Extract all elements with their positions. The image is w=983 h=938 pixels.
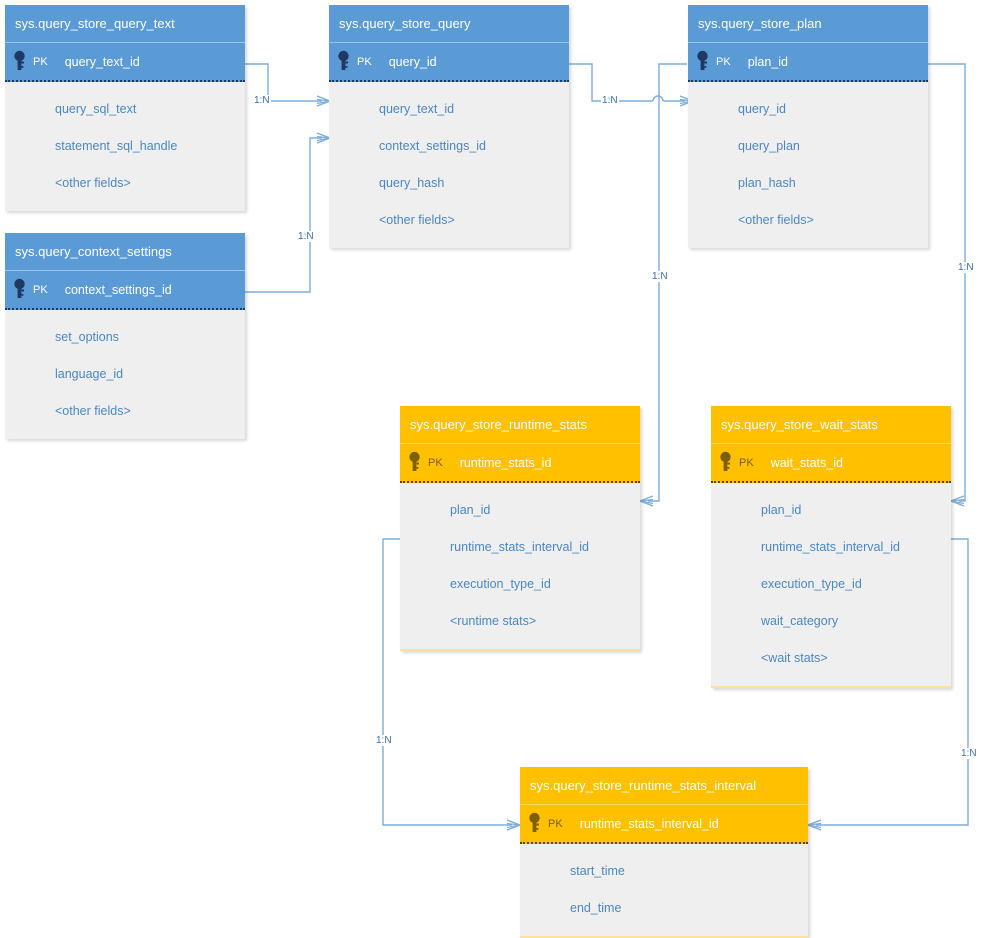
primary-key-icon bbox=[720, 451, 731, 471]
pk-tag: PK bbox=[357, 55, 372, 68]
rel-label-interval-to-runtime-stats: 1:N bbox=[375, 735, 393, 746]
field-row: query_text_id bbox=[379, 102, 455, 116]
field-row: end_time bbox=[570, 901, 622, 915]
pk-tag: PK bbox=[428, 456, 443, 469]
entity-query-store-query[interactable]: sys.query_store_query PK query_id query_… bbox=[329, 5, 569, 248]
field-row: runtime_stats_interval_id bbox=[450, 540, 589, 554]
field-row: query_id bbox=[738, 102, 786, 116]
entity-pk-row[interactable]: PK query_text_id bbox=[5, 43, 245, 82]
primary-key-icon bbox=[338, 50, 349, 70]
entity-query-store-runtime-stats[interactable]: sys.query_store_runtime_stats PK runtime… bbox=[400, 406, 640, 651]
field-row: language_id bbox=[55, 367, 124, 381]
field-row: plan_id bbox=[761, 503, 802, 517]
field-row: execution_type_id bbox=[761, 577, 862, 591]
field-row: <other fields> bbox=[379, 213, 455, 227]
entity-title: sys.query_store_runtime_stats bbox=[400, 406, 640, 444]
entity-pk-row[interactable]: PK context_settings_id bbox=[5, 271, 245, 310]
field-row: statement_sql_handle bbox=[55, 139, 178, 153]
entity-title: sys.query_store_plan bbox=[688, 5, 928, 43]
pk-field-name: plan_id bbox=[747, 54, 789, 69]
entity-title: sys.query_store_wait_stats bbox=[711, 406, 951, 444]
entity-pk-row[interactable]: PK plan_id bbox=[688, 43, 928, 82]
entity-pk-row[interactable]: PK runtime_stats_interval_id bbox=[520, 805, 808, 844]
field-row: runtime_stats_interval_id bbox=[761, 540, 900, 554]
entity-pk-row[interactable]: PK wait_stats_id bbox=[711, 444, 951, 483]
field-row: context_settings_id bbox=[379, 139, 487, 153]
field-row: plan_hash bbox=[738, 176, 796, 190]
entity-query-store-runtime-stats-interval[interactable]: sys.query_store_runtime_stats_interval P… bbox=[520, 767, 808, 938]
entity-pk-row[interactable]: PK query_id bbox=[329, 43, 569, 82]
field-row: <other fields> bbox=[55, 176, 131, 190]
field-row: plan_id bbox=[450, 503, 491, 517]
rel-label-plan-to-wait-stats: 1:N bbox=[957, 262, 975, 273]
entity-field-list: query_id query_plan plan_hash <other fie… bbox=[688, 82, 928, 248]
pk-tag: PK bbox=[548, 817, 563, 830]
entity-query-store-query-text[interactable]: sys.query_store_query_text PK query_text… bbox=[5, 5, 245, 211]
primary-key-icon bbox=[529, 812, 540, 832]
field-row: <other fields> bbox=[738, 213, 814, 227]
pk-field-name: runtime_stats_id bbox=[459, 455, 552, 470]
entity-query-store-plan[interactable]: sys.query_store_plan PK plan_id query_id… bbox=[688, 5, 928, 248]
entity-field-list: plan_id runtime_stats_interval_id execut… bbox=[711, 483, 951, 688]
rel-label-context-to-query: 1:N bbox=[297, 231, 315, 242]
entity-field-list: set_options language_id <other fields> bbox=[5, 310, 245, 439]
pk-tag: PK bbox=[739, 456, 754, 469]
field-row: <wait stats> bbox=[761, 651, 828, 665]
entity-field-list: plan_id runtime_stats_interval_id execut… bbox=[400, 483, 640, 651]
rel-label-text-to-query: 1:N bbox=[253, 95, 271, 106]
rel-label-interval-to-wait-stats: 1:N bbox=[960, 748, 978, 759]
entity-query-store-wait-stats[interactable]: sys.query_store_wait_stats PK wait_stats… bbox=[711, 406, 951, 688]
pk-field-name: query_id bbox=[388, 54, 437, 69]
entity-query-context-settings[interactable]: sys.query_context_settings PK context_se… bbox=[5, 233, 245, 439]
entity-title: sys.query_store_runtime_stats_interval bbox=[520, 767, 808, 805]
connector-plan-to-runtime-stats bbox=[639, 63, 687, 507]
rel-label-query-to-plan: 1:N bbox=[601, 95, 619, 106]
pk-field-name: context_settings_id bbox=[64, 282, 172, 297]
field-row: execution_type_id bbox=[450, 577, 551, 591]
primary-key-icon bbox=[409, 451, 420, 471]
pk-tag: PK bbox=[716, 55, 731, 68]
field-row: wait_category bbox=[761, 614, 839, 628]
entity-title: sys.query_context_settings bbox=[5, 233, 245, 271]
entity-pk-row[interactable]: PK runtime_stats_id bbox=[400, 444, 640, 483]
rel-label-plan-to-runtime-stats: 1:N bbox=[651, 271, 669, 282]
primary-key-icon bbox=[14, 50, 25, 70]
entity-title: sys.query_store_query_text bbox=[5, 5, 245, 43]
field-row: start_time bbox=[570, 864, 625, 878]
pk-field-name: runtime_stats_interval_id bbox=[579, 816, 719, 831]
entity-field-list: query_text_id context_settings_id query_… bbox=[329, 82, 569, 248]
connector-context-to-query bbox=[245, 132, 331, 293]
field-row: <runtime stats> bbox=[450, 614, 537, 628]
connector-query-to-plan bbox=[569, 63, 694, 107]
field-row: query_sql_text bbox=[55, 102, 137, 116]
entity-field-list: start_time end_time bbox=[520, 844, 808, 938]
field-row: query_hash bbox=[379, 176, 445, 190]
entity-field-list: query_sql_text statement_sql_handle <oth… bbox=[5, 82, 245, 211]
primary-key-icon bbox=[14, 278, 25, 298]
pk-tag: PK bbox=[33, 55, 48, 68]
field-row: query_plan bbox=[738, 139, 800, 153]
primary-key-icon bbox=[697, 50, 708, 70]
pk-tag: PK bbox=[33, 283, 48, 296]
pk-field-name: query_text_id bbox=[64, 54, 140, 69]
field-row: <other fields> bbox=[55, 404, 131, 418]
pk-field-name: wait_stats_id bbox=[770, 455, 843, 470]
entity-title: sys.query_store_query bbox=[329, 5, 569, 43]
field-row: set_options bbox=[55, 330, 119, 344]
